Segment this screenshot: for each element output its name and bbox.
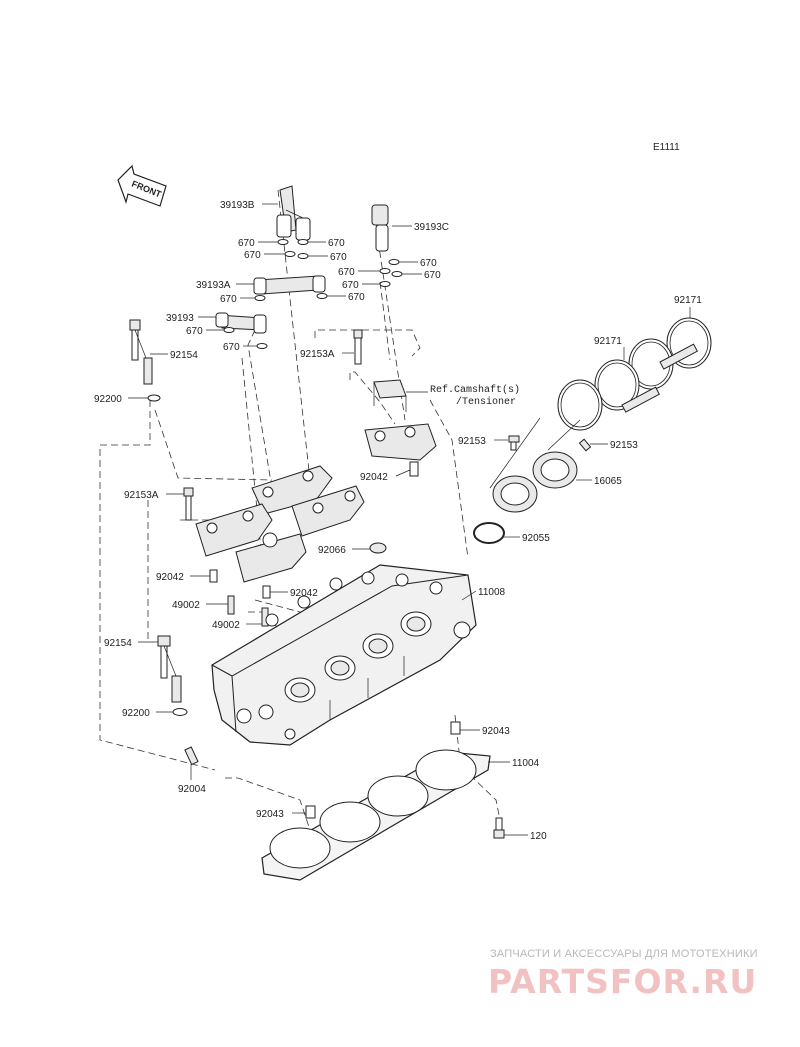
- bolt-120: [493, 817, 505, 839]
- o-ring-92055: [473, 522, 505, 544]
- label-670: 670: [220, 294, 237, 305]
- label-39193b: 39193B: [220, 200, 255, 211]
- oil-pipe-39193c: [371, 204, 389, 252]
- bolt-92153a-top: [353, 329, 363, 365]
- label-670: 670: [244, 250, 261, 261]
- clamp-92171-set: [557, 317, 712, 431]
- dowel-92042-mid: [262, 585, 271, 599]
- oil-pipe-39193b: [276, 185, 311, 241]
- label-16065: 16065: [594, 476, 622, 487]
- label-11004: 11004: [512, 758, 540, 769]
- washer-92200-bottom: [172, 708, 188, 716]
- label-92200: 92200: [94, 394, 122, 405]
- label-670: 670: [223, 342, 240, 353]
- camshaft-cap-front-left: [195, 503, 273, 557]
- oil-pipe-39193a: [253, 275, 326, 295]
- dowel-92042-left: [209, 569, 218, 583]
- label-670: 670: [348, 292, 365, 303]
- throttle-holder-16065: [489, 417, 581, 513]
- label-670: 670: [186, 326, 203, 337]
- label-120: 120: [530, 831, 547, 842]
- label-92153a: 92153A: [124, 490, 159, 501]
- label-92153a: 92153A: [300, 349, 335, 360]
- label-92171: 92171: [674, 295, 702, 306]
- part-labels: 39193B 39193C 670 670 670 670 670 670 67…: [94, 200, 702, 842]
- label-39193a: 39193A: [196, 280, 231, 291]
- reference-note-line1: Ref.Camshaft(s): [430, 384, 520, 396]
- oil-pipe-39193: [215, 312, 267, 334]
- screw-92153-left: [508, 435, 520, 451]
- dowel-92043-upper: [450, 721, 461, 735]
- camshaft-cap-right-2: [291, 485, 365, 537]
- label-92042: 92042: [290, 588, 318, 599]
- label-670: 670: [342, 280, 359, 291]
- label-92042: 92042: [360, 472, 388, 483]
- label-92153: 92153: [610, 440, 638, 451]
- label-92042: 92042: [156, 572, 184, 583]
- tensioner-block: [373, 379, 407, 412]
- bolt-92154-top: [129, 319, 153, 385]
- label-670: 670: [238, 238, 255, 249]
- watermark-logo: PARTSFOR.RU: [488, 962, 758, 1001]
- o-rings-670: [223, 239, 403, 349]
- label-670: 670: [338, 267, 355, 278]
- label-92153: 92153: [458, 436, 486, 447]
- label-49002: 49002: [172, 600, 200, 611]
- label-39193c: 39193C: [414, 222, 449, 233]
- front-arrow-icon: FRONT: [117, 164, 167, 207]
- bolt-92154-bottom: [157, 635, 182, 703]
- screw-92153-right: [578, 438, 592, 452]
- plug-92066: [369, 542, 387, 554]
- label-92154: 92154: [170, 350, 198, 361]
- washer-92200-top: [147, 394, 161, 402]
- label-670: 670: [420, 258, 437, 269]
- label-92200: 92200: [122, 708, 150, 719]
- reference-note-line2: /Tensioner: [456, 396, 516, 408]
- camshaft-cap-middle: [235, 532, 307, 583]
- plug-92004: [184, 746, 199, 766]
- label-92043: 92043: [482, 726, 510, 737]
- stud-49002-upper: [227, 595, 235, 615]
- label-670: 670: [328, 238, 345, 249]
- diagram-code: E1111: [653, 142, 680, 153]
- label-92043: 92043: [256, 809, 284, 820]
- dowel-92043-lower: [305, 805, 316, 819]
- label-39193: 39193: [166, 313, 194, 324]
- cylinder-head-11008: [211, 564, 477, 746]
- label-92055: 92055: [522, 533, 550, 544]
- label-670: 670: [330, 252, 347, 263]
- bolt-92153a-mid: [183, 487, 194, 521]
- label-92066: 92066: [318, 545, 346, 556]
- label-11008: 11008: [478, 587, 506, 598]
- label-670: 670: [424, 270, 441, 281]
- leader-lines: [128, 203, 691, 836]
- label-92154: 92154: [104, 638, 132, 649]
- label-49002: 49002: [212, 620, 240, 631]
- label-92171: 92171: [594, 336, 622, 347]
- head-gasket-11004: [261, 749, 491, 881]
- watermark-tagline: ЗАПЧАСТИ И АКСЕССУАРЫ ДЛЯ МОТОТЕХНИКИ: [490, 948, 758, 960]
- camshaft-cap-right: [364, 423, 437, 477]
- label-92004: 92004: [178, 784, 206, 795]
